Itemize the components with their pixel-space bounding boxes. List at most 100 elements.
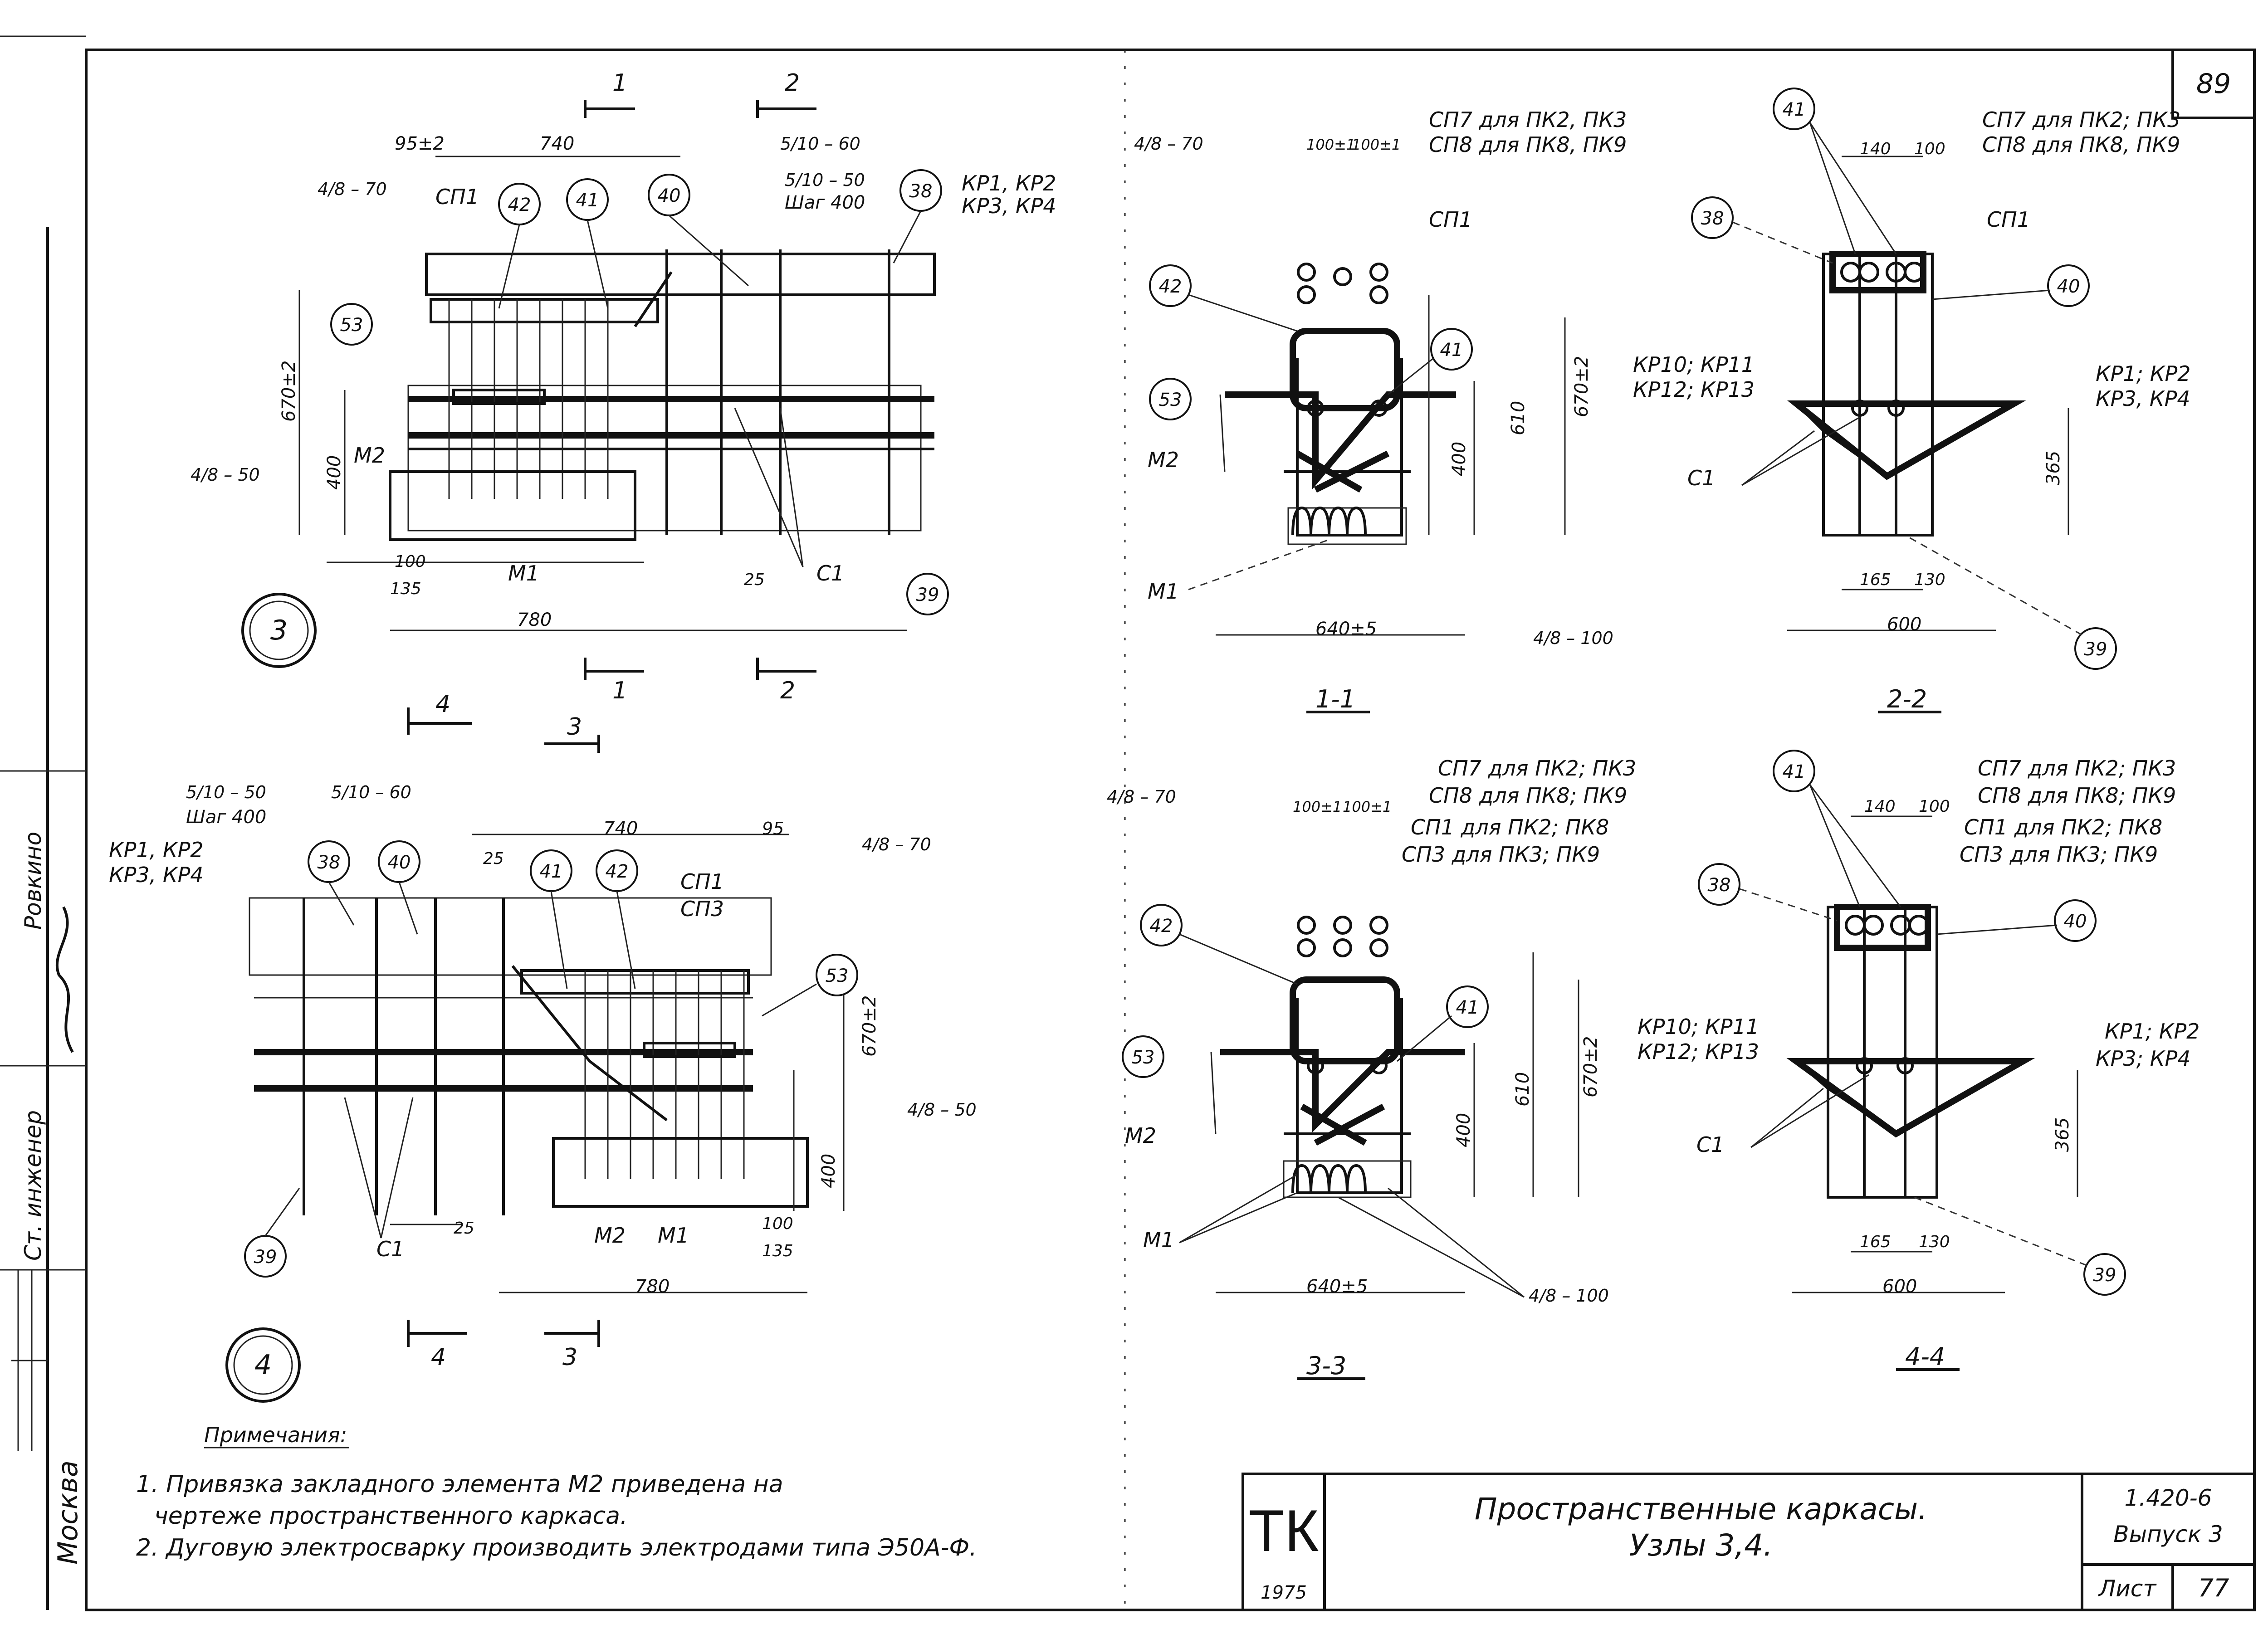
svg-text:38: 38 bbox=[1708, 875, 1731, 896]
sec44-rebar-dots bbox=[1845, 915, 1929, 1074]
node3-callout-53: 53 bbox=[330, 303, 373, 346]
sec22-callout-38: 38 bbox=[1691, 196, 1734, 239]
svg-text:53: 53 bbox=[340, 315, 363, 336]
svg-text:670±2: 670±2 bbox=[1580, 1036, 1601, 1097]
sec44-callout-39: 39 bbox=[2083, 1253, 2126, 1296]
svg-text:39: 39 bbox=[916, 585, 939, 605]
sec33-rebar-dots bbox=[1297, 916, 1388, 1074]
title-block: ТК 1975 Пространственные каркасы. Узлы 3… bbox=[1242, 1473, 2256, 1611]
svg-text:КР1, КР2: КР1, КР2 bbox=[962, 171, 1056, 195]
note-1-line-1: 1. Привязка закладного элемента М2 приве… bbox=[136, 1471, 783, 1498]
svg-text:М1: М1 bbox=[658, 1223, 689, 1248]
svg-text:С1: С1 bbox=[1696, 1132, 1724, 1157]
svg-text:135: 135 bbox=[390, 580, 421, 598]
svg-text:КР1, КР2: КР1, КР2 bbox=[109, 838, 204, 862]
svg-text:4: 4 bbox=[254, 1349, 272, 1381]
sec22-rebar-dots bbox=[1840, 262, 1925, 417]
sec11-callout-41: 41 bbox=[1430, 328, 1473, 371]
svg-text:КР12; КР13: КР12; КР13 bbox=[1633, 377, 1755, 402]
svg-text:780: 780 bbox=[635, 1276, 670, 1297]
section-4-4: СП7 для ПК2; ПК3 СП8 для ПК8; ПК9 СП1 дл… bbox=[1637, 750, 2200, 1371]
node3-sp1-comb bbox=[430, 298, 659, 499]
svg-text:365: 365 bbox=[2043, 451, 2064, 485]
svg-text:740: 740 bbox=[540, 133, 574, 154]
svg-text:4/8 – 50: 4/8 – 50 bbox=[907, 1100, 977, 1120]
svg-text:СП8 для ПК8; ПК9: СП8 для ПК8; ПК9 bbox=[1429, 783, 1627, 808]
section-1-1: СП7 для ПК2, ПК3 СП8 для ПК8, ПК9 100±1 … bbox=[1134, 107, 1627, 713]
sec33-callout-41: 41 bbox=[1446, 985, 1489, 1028]
svg-text:600: 600 bbox=[1882, 1276, 1917, 1297]
svg-text:СП1 для ПК2; ПК8: СП1 для ПК2; ПК8 bbox=[1964, 815, 2162, 839]
svg-text:140: 140 bbox=[1860, 140, 1891, 158]
svg-text:3: 3 bbox=[567, 713, 582, 741]
svg-text:100: 100 bbox=[1919, 797, 1950, 816]
sec44-title: 4-4 bbox=[1905, 1342, 1945, 1371]
svg-text:400: 400 bbox=[324, 455, 345, 490]
svg-text:КР1; КР2: КР1; КР2 bbox=[2096, 361, 2190, 386]
sec22-callout-41: 41 bbox=[1773, 88, 1815, 130]
svg-text:4/8 – 100: 4/8 – 100 bbox=[1533, 628, 1613, 648]
svg-text:135: 135 bbox=[762, 1242, 793, 1260]
sec22-callout-40: 40 bbox=[2047, 264, 2090, 307]
svg-text:4/8 – 50: 4/8 – 50 bbox=[191, 465, 260, 485]
node3-callout-40: 40 bbox=[648, 174, 690, 216]
node3-callout-42: 42 bbox=[498, 183, 541, 225]
node4-callout-38: 38 bbox=[308, 840, 350, 883]
svg-text:М2: М2 bbox=[1125, 1123, 1156, 1148]
section-mark-1-bottom: 1 bbox=[584, 658, 644, 704]
svg-text:165: 165 bbox=[1860, 571, 1891, 589]
node-4-badge: 4 bbox=[225, 1327, 301, 1403]
node4-callout-53: 53 bbox=[816, 954, 858, 996]
sheet-value: 77 bbox=[2198, 1574, 2229, 1602]
svg-text:4/8 – 70: 4/8 – 70 bbox=[1107, 787, 1176, 807]
sec33-callout-42: 42 bbox=[1140, 904, 1183, 946]
section-mark-4-top: 4 bbox=[407, 691, 472, 735]
svg-text:СП8 для ПК8, ПК9: СП8 для ПК8, ПК9 bbox=[1982, 132, 2180, 157]
title-line-2: Узлы 3,4. bbox=[1629, 1528, 1773, 1563]
node4-stirrups bbox=[303, 898, 505, 1215]
section-mark-3-top: 3 bbox=[544, 713, 600, 753]
svg-text:М2: М2 bbox=[354, 443, 385, 468]
node4-beam-upper bbox=[249, 897, 772, 976]
svg-text:400: 400 bbox=[1453, 1113, 1474, 1147]
section-mark-4-bottom: 4 bbox=[407, 1320, 467, 1371]
svg-text:СП8 для ПК8, ПК9: СП8 для ПК8, ПК9 bbox=[1429, 132, 1627, 157]
svg-text:100: 100 bbox=[762, 1215, 793, 1233]
svg-text:М1: М1 bbox=[1148, 579, 1179, 604]
svg-text:Шаг 400: Шаг 400 bbox=[186, 807, 266, 828]
svg-text:М2: М2 bbox=[594, 1223, 626, 1248]
svg-text:5/10 – 60: 5/10 – 60 bbox=[331, 782, 411, 802]
svg-text:42: 42 bbox=[1150, 916, 1173, 937]
series-code: 1.420-6 bbox=[2125, 1485, 2212, 1511]
node4-plate-m1 bbox=[552, 1137, 809, 1208]
svg-text:25: 25 bbox=[744, 571, 765, 589]
svg-text:40: 40 bbox=[388, 852, 411, 873]
svg-text:42: 42 bbox=[508, 195, 531, 215]
svg-text:4: 4 bbox=[431, 1344, 446, 1371]
node3-plate-m2 bbox=[452, 389, 546, 405]
svg-text:М2: М2 bbox=[1148, 448, 1179, 472]
stamp-signature bbox=[55, 906, 74, 1053]
svg-text:КР3; КР4: КР3; КР4 bbox=[2096, 1046, 2190, 1071]
svg-text:3: 3 bbox=[562, 1344, 577, 1371]
svg-text:39: 39 bbox=[254, 1247, 277, 1268]
node4-callout-39: 39 bbox=[244, 1235, 287, 1278]
svg-text:2: 2 bbox=[780, 677, 795, 704]
sec22-callout-39: 39 bbox=[2074, 627, 2117, 670]
stamp-role: Ст. инженер bbox=[20, 1110, 46, 1261]
svg-text:670±2: 670±2 bbox=[279, 361, 299, 422]
svg-text:740: 740 bbox=[603, 818, 638, 839]
svg-text:670±2: 670±2 bbox=[859, 995, 880, 1057]
node-3-view: 1 2 95±2 740 670 bbox=[191, 69, 1056, 753]
svg-text:КР3, КР4: КР3, КР4 bbox=[109, 863, 204, 887]
node3-beam-upper bbox=[425, 253, 936, 296]
section-mark-2-bottom: 2 bbox=[756, 658, 816, 704]
svg-text:100±1: 100±1 bbox=[1293, 798, 1342, 815]
sec44-callout-41: 41 bbox=[1773, 750, 1815, 792]
svg-text:42: 42 bbox=[1159, 276, 1182, 297]
title-year: 1975 bbox=[1261, 1582, 1307, 1603]
sheet-frame bbox=[85, 49, 2256, 1611]
svg-text:СП3 для ПК3; ПК9: СП3 для ПК3; ПК9 bbox=[1402, 842, 1600, 867]
svg-text:КР3, КР4: КР3, КР4 bbox=[2096, 386, 2190, 411]
sheet-label: Лист bbox=[2098, 1575, 2157, 1602]
